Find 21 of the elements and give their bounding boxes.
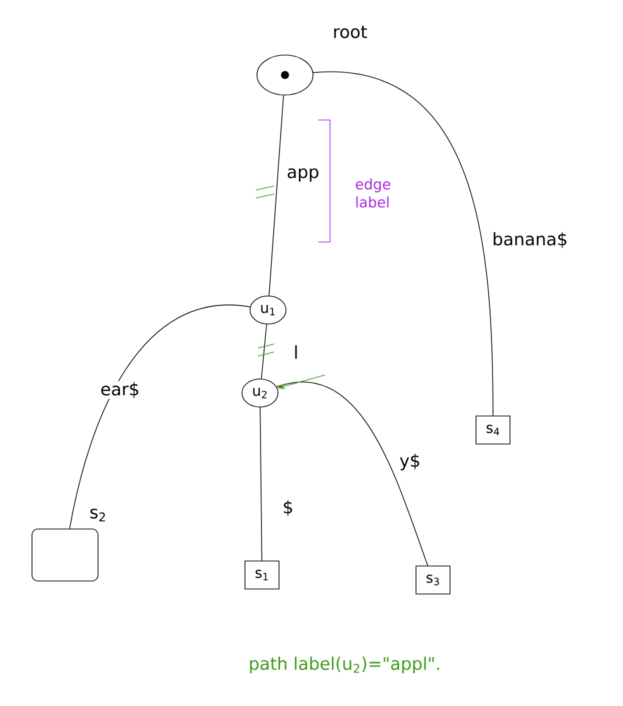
edge-label: $ bbox=[284, 500, 292, 516]
annotation: edge label bbox=[356, 178, 390, 208]
edge-label: y$ bbox=[400, 454, 420, 470]
annotation: path label(u$_{2}$)="appl". bbox=[250, 656, 439, 674]
tree-edge bbox=[260, 407, 262, 561]
leaf-box bbox=[32, 528, 98, 582]
edge-label: l bbox=[295, 345, 297, 359]
leaf-box: s$_{4}$ bbox=[476, 416, 510, 444]
node-caption: root bbox=[334, 26, 367, 38]
edge-label: banana$ bbox=[494, 232, 566, 248]
root-circle bbox=[256, 54, 314, 96]
node-caption: s$_{2}$ bbox=[90, 508, 105, 522]
tree-edge bbox=[69, 304, 250, 529]
tree-edge bbox=[268, 94, 284, 296]
edge-label: ear$ bbox=[101, 382, 138, 398]
edge-label: app bbox=[288, 168, 318, 182]
tree-edge bbox=[260, 324, 268, 380]
leaf-box: s$_{3}$ bbox=[416, 566, 450, 594]
tree-edge bbox=[276, 382, 428, 566]
leaf-box: s$_{1}$ bbox=[244, 560, 280, 590]
tree-edge bbox=[312, 72, 494, 416]
